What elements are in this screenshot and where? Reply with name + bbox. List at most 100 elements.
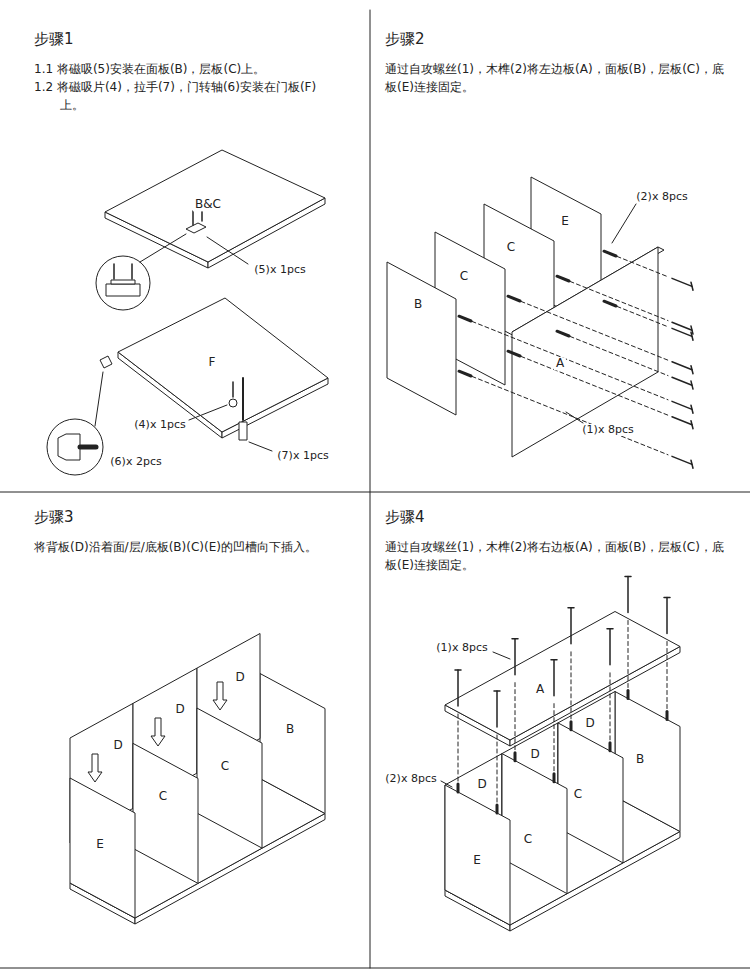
leader-line — [493, 652, 510, 659]
part-letter: D — [528, 748, 541, 761]
screw-head — [691, 332, 693, 340]
guide-line — [521, 356, 668, 415]
screw-head — [691, 405, 693, 413]
board-c — [558, 723, 623, 863]
hinge-rod — [80, 445, 96, 450]
dowel — [508, 296, 520, 301]
board-e — [445, 785, 510, 925]
screw — [496, 691, 498, 727]
dowel — [557, 276, 569, 281]
screw — [131, 264, 133, 279]
board-f — [118, 298, 328, 432]
guide-line — [497, 735, 498, 802]
magnet-detail — [106, 284, 140, 296]
guide-line — [617, 256, 668, 276]
guide-line — [458, 714, 459, 781]
dowel — [496, 805, 499, 813]
screw — [672, 278, 692, 286]
part-letter: E — [471, 854, 483, 867]
guide-line — [667, 642, 668, 709]
step-heading: 步骤4 — [385, 508, 728, 526]
part-letter: E — [559, 215, 571, 228]
part-letter: D — [111, 739, 124, 752]
callout-label: (1)x 8pcs — [434, 642, 489, 654]
dowel — [457, 784, 460, 792]
screw-head — [691, 381, 693, 389]
magnet-plate — [229, 399, 237, 407]
board-b — [387, 262, 456, 415]
dowel — [604, 301, 616, 306]
leader-line — [207, 237, 248, 264]
screw — [514, 639, 516, 675]
step-heading: 步骤3 — [34, 508, 364, 526]
callout-label: (6)x 2pcs — [108, 456, 163, 468]
screw — [672, 362, 692, 370]
screw — [672, 328, 692, 336]
screw-head — [691, 421, 693, 429]
screw — [457, 670, 459, 706]
screw-head — [691, 460, 693, 468]
instruction-text: 1.2 将磁吸片(4)，拉手(7)，门转轴(6)安装在门板(F)上。 — [34, 78, 334, 114]
screw — [192, 211, 194, 225]
step-panel: 步骤3 将背板(D)沿着面/层/底板(B)(C)(E)的凹槽向下插入。 — [0, 492, 370, 968]
part-letter: C — [505, 241, 517, 254]
part-letter: A — [534, 683, 546, 696]
callout-label: (2)x 8pcs — [383, 773, 438, 785]
part-letter: C — [572, 788, 584, 801]
part-letter: D — [583, 717, 596, 730]
screw — [672, 377, 692, 385]
hinge-detail — [58, 434, 80, 460]
board-c — [197, 708, 262, 848]
guide-line — [515, 683, 516, 750]
screw-head — [691, 282, 693, 290]
dowel — [627, 691, 630, 699]
part-letter: D — [173, 703, 186, 716]
callout-label: (5)x 1pcs — [252, 264, 307, 276]
part-letter: B — [412, 298, 424, 311]
dowel — [459, 371, 471, 376]
screw-head — [691, 366, 693, 374]
handle — [239, 422, 247, 440]
screw — [666, 598, 668, 634]
leader-line — [189, 405, 227, 420]
screw-head — [625, 576, 631, 578]
panel-divider — [0, 968, 750, 969]
instruction-text: 通过自攻螺丝(1)，木榫(2)将左边板(A)，面板(B)，层板(C)，底板(E)… — [385, 60, 728, 96]
screw — [201, 207, 203, 221]
screw-head — [455, 669, 461, 671]
screw — [672, 456, 692, 464]
board-a — [512, 247, 658, 457]
leader-line — [140, 234, 186, 262]
part-letter: C — [219, 760, 231, 773]
dowel — [666, 712, 669, 720]
board-b — [615, 692, 680, 832]
screw — [570, 608, 572, 644]
board-b — [260, 674, 325, 814]
insert-arrow — [88, 754, 102, 782]
dowel — [508, 351, 520, 356]
callout-label: (7)x 1pcs — [275, 450, 330, 462]
dowel — [514, 753, 517, 761]
detail-callout — [47, 419, 103, 475]
part-letter: E — [94, 838, 106, 851]
leader-line — [566, 412, 583, 423]
screw — [113, 264, 115, 279]
dowel — [570, 722, 573, 730]
callout-label: (1)x 8pcs — [580, 424, 635, 436]
guide-line — [472, 376, 668, 454]
part-letter: D — [233, 671, 246, 684]
insert-arrow — [213, 682, 227, 710]
screw — [232, 382, 234, 397]
board-bc — [105, 150, 325, 262]
board-e — [70, 778, 135, 918]
screw — [672, 417, 692, 425]
callout-label: (4)x 1pcs — [132, 419, 187, 431]
part-letter: A — [554, 357, 566, 370]
instruction-text: 通过自攻螺丝(1)，木榫(2)将右边板(A)，面板(B)，层板(C)，底板(E)… — [385, 538, 728, 574]
guide-line — [617, 306, 668, 326]
instruction-text: 将背板(D)沿着面/层/底板(B)(C)(E)的凹槽向下插入。 — [34, 538, 364, 556]
step-heading: 步骤2 — [385, 30, 728, 48]
callout-label: (2)x 8pcs — [634, 191, 689, 203]
